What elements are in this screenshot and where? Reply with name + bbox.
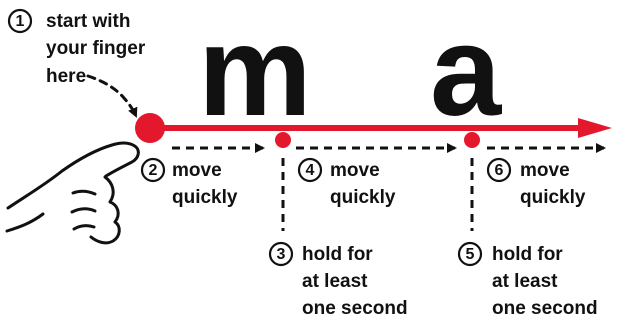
step-1-connector-arrow: [86, 74, 138, 118]
step-text-line: hold for: [302, 244, 373, 265]
step-6: 6 move quickly: [486, 143, 606, 208]
arrow-icon: [578, 118, 612, 138]
step-text-line: here: [46, 66, 86, 87]
step-number-badge: [297, 157, 323, 183]
big-letter-m: m: [198, 0, 312, 143]
step-number-badge: [7, 8, 33, 34]
step-number: 4: [306, 162, 315, 179]
step-number-badge: [140, 157, 166, 183]
step-text-line: start with: [46, 11, 130, 32]
step-text-line: quickly: [172, 187, 238, 208]
step-text-line: move: [172, 160, 222, 181]
step-number-badge: [486, 157, 512, 183]
step-text-line: move: [520, 160, 570, 181]
step-text-line: hold for: [492, 244, 563, 265]
step-text-line: one second: [492, 298, 598, 319]
step-text-line: one second: [302, 298, 408, 319]
step-number: 1: [16, 13, 25, 30]
hold-dot-icon: [464, 132, 480, 148]
step-1: 1 start with your finger here: [7, 8, 146, 118]
big-letter-a: a: [430, 0, 502, 143]
step-text-line: at least: [492, 271, 558, 292]
step-number: 6: [495, 162, 504, 179]
step-3: 3 hold for at least one second: [268, 158, 408, 319]
step-text-line: your finger: [46, 38, 146, 59]
start-dot-icon: [135, 113, 165, 143]
step-number-badge: [268, 241, 294, 267]
step-number: 3: [277, 246, 286, 263]
hold-dot-icon: [275, 132, 291, 148]
step-number: 5: [466, 246, 475, 263]
step-text-line: quickly: [520, 187, 586, 208]
step-text-line: quickly: [330, 187, 396, 208]
pointing-hand-icon: [5, 141, 140, 245]
step-text-line: move: [330, 160, 380, 181]
step-4: 4 move quickly: [296, 143, 457, 208]
step-2: 2 move quickly: [140, 143, 265, 208]
step-text-line: at least: [302, 271, 368, 292]
step-5: 5 hold for at least one second: [457, 158, 598, 319]
step-number: 2: [149, 162, 158, 179]
step-number-badge: [457, 241, 483, 267]
